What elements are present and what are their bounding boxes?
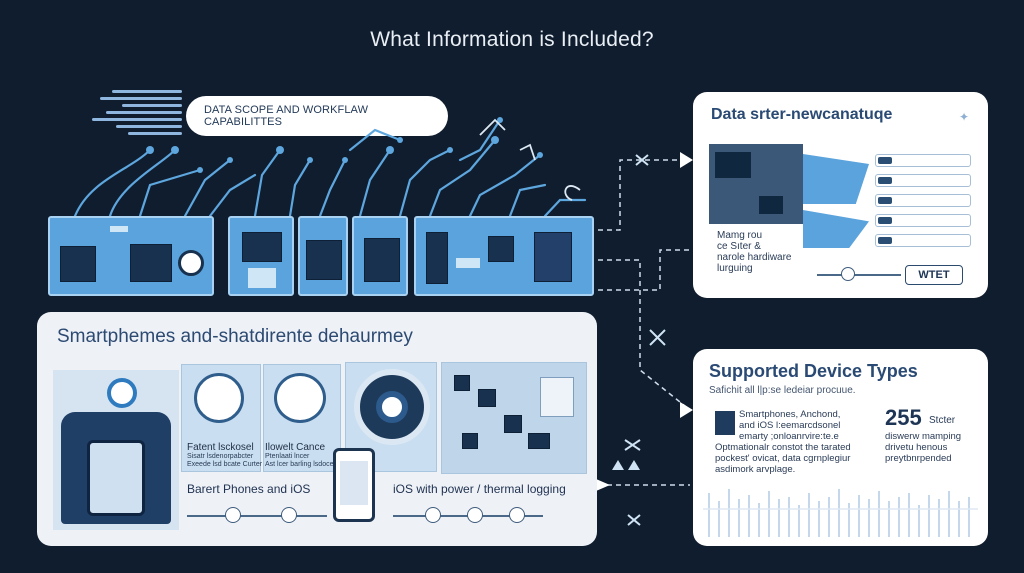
device-count-description: diswerw mamping drivetu henous preytbnrp… bbox=[885, 431, 962, 464]
clock-icon bbox=[841, 267, 855, 281]
step-icon bbox=[467, 507, 483, 523]
step-icon bbox=[425, 507, 441, 523]
page-title: What Information is Included? bbox=[370, 28, 654, 51]
circuit-module-2 bbox=[228, 216, 294, 296]
circuit-module-1 bbox=[48, 216, 214, 296]
data-structure-panel: Data srter-newcanatuqe ✦ Mamg rou ce Sıt… bbox=[693, 92, 988, 298]
circuit-module-4 bbox=[352, 216, 408, 296]
toggle-row[interactable] bbox=[875, 174, 971, 187]
supported-devices-panel: Supported Device Types Safichit all l|p:… bbox=[693, 349, 988, 546]
toggle-row[interactable] bbox=[875, 214, 971, 227]
device-scope-panel: Smartphemes and-shatdirente dehaurmey Fa… bbox=[37, 312, 597, 546]
wtet-button[interactable]: WTET bbox=[905, 265, 963, 285]
supported-devices-heading: Supported Device Types bbox=[709, 361, 918, 381]
step-icon bbox=[509, 507, 525, 523]
phone-icon bbox=[87, 440, 145, 516]
device-bars-graphic bbox=[703, 489, 978, 537]
toggle-row[interactable] bbox=[875, 194, 971, 207]
browser-icon bbox=[274, 373, 326, 423]
device-scope-heading: Smartphemes and-shatdirente dehaurmey bbox=[57, 326, 413, 347]
step-icon bbox=[225, 507, 241, 523]
circuit-module-3 bbox=[298, 216, 348, 296]
device-types-description: Smartphones, Anchond, and iOS l:eemarcds… bbox=[715, 409, 851, 475]
toggle-row[interactable] bbox=[875, 234, 971, 247]
sparkle-icon: ✦ bbox=[959, 110, 970, 124]
document-icon bbox=[715, 411, 735, 435]
target-icon bbox=[107, 378, 137, 408]
data-icon bbox=[540, 377, 574, 417]
data-structure-heading: Data srter-newcanatuqe bbox=[711, 106, 893, 123]
feature-card-lock-text: Fatent lsckosel Sisatr lsdenorpabcter Ex… bbox=[187, 442, 263, 468]
data-structure-body: Mamg rou ce Sıter & narole hardiware lur… bbox=[717, 230, 792, 274]
lock-icon bbox=[194, 373, 244, 423]
shirt-phone-figure bbox=[53, 370, 179, 530]
toggle-row[interactable] bbox=[875, 154, 971, 167]
feature-card-browser-text: Ilowelt Cance Ptenlaati lncer Ast lcer b… bbox=[265, 442, 336, 468]
screen-preview bbox=[709, 144, 803, 224]
circuit-network-card bbox=[441, 362, 587, 474]
caption-power-thermal: iOS with power / thermal logging bbox=[393, 482, 566, 496]
caption-android-ios: Barert Phones and iOS bbox=[187, 482, 311, 496]
play-icon bbox=[759, 196, 783, 214]
scope-banner: DATA SCOPE AND WORKFLAW CAPABILITTES bbox=[186, 96, 448, 136]
dashboard-card bbox=[345, 362, 437, 472]
feature-card-lock bbox=[181, 364, 261, 472]
device-count-label: Stcter bbox=[929, 415, 956, 426]
device-count-stat: 255 bbox=[885, 405, 922, 430]
supported-devices-subheading: Safichit all l|p:se ledeiar procuue. bbox=[709, 385, 856, 396]
feature-card-browser bbox=[263, 364, 341, 472]
circuit-module-5 bbox=[414, 216, 594, 296]
phone-icon bbox=[333, 448, 375, 522]
scope-banner-label: DATA SCOPE AND WORKFLAW CAPABILITTES bbox=[204, 104, 369, 128]
step-icon bbox=[281, 507, 297, 523]
